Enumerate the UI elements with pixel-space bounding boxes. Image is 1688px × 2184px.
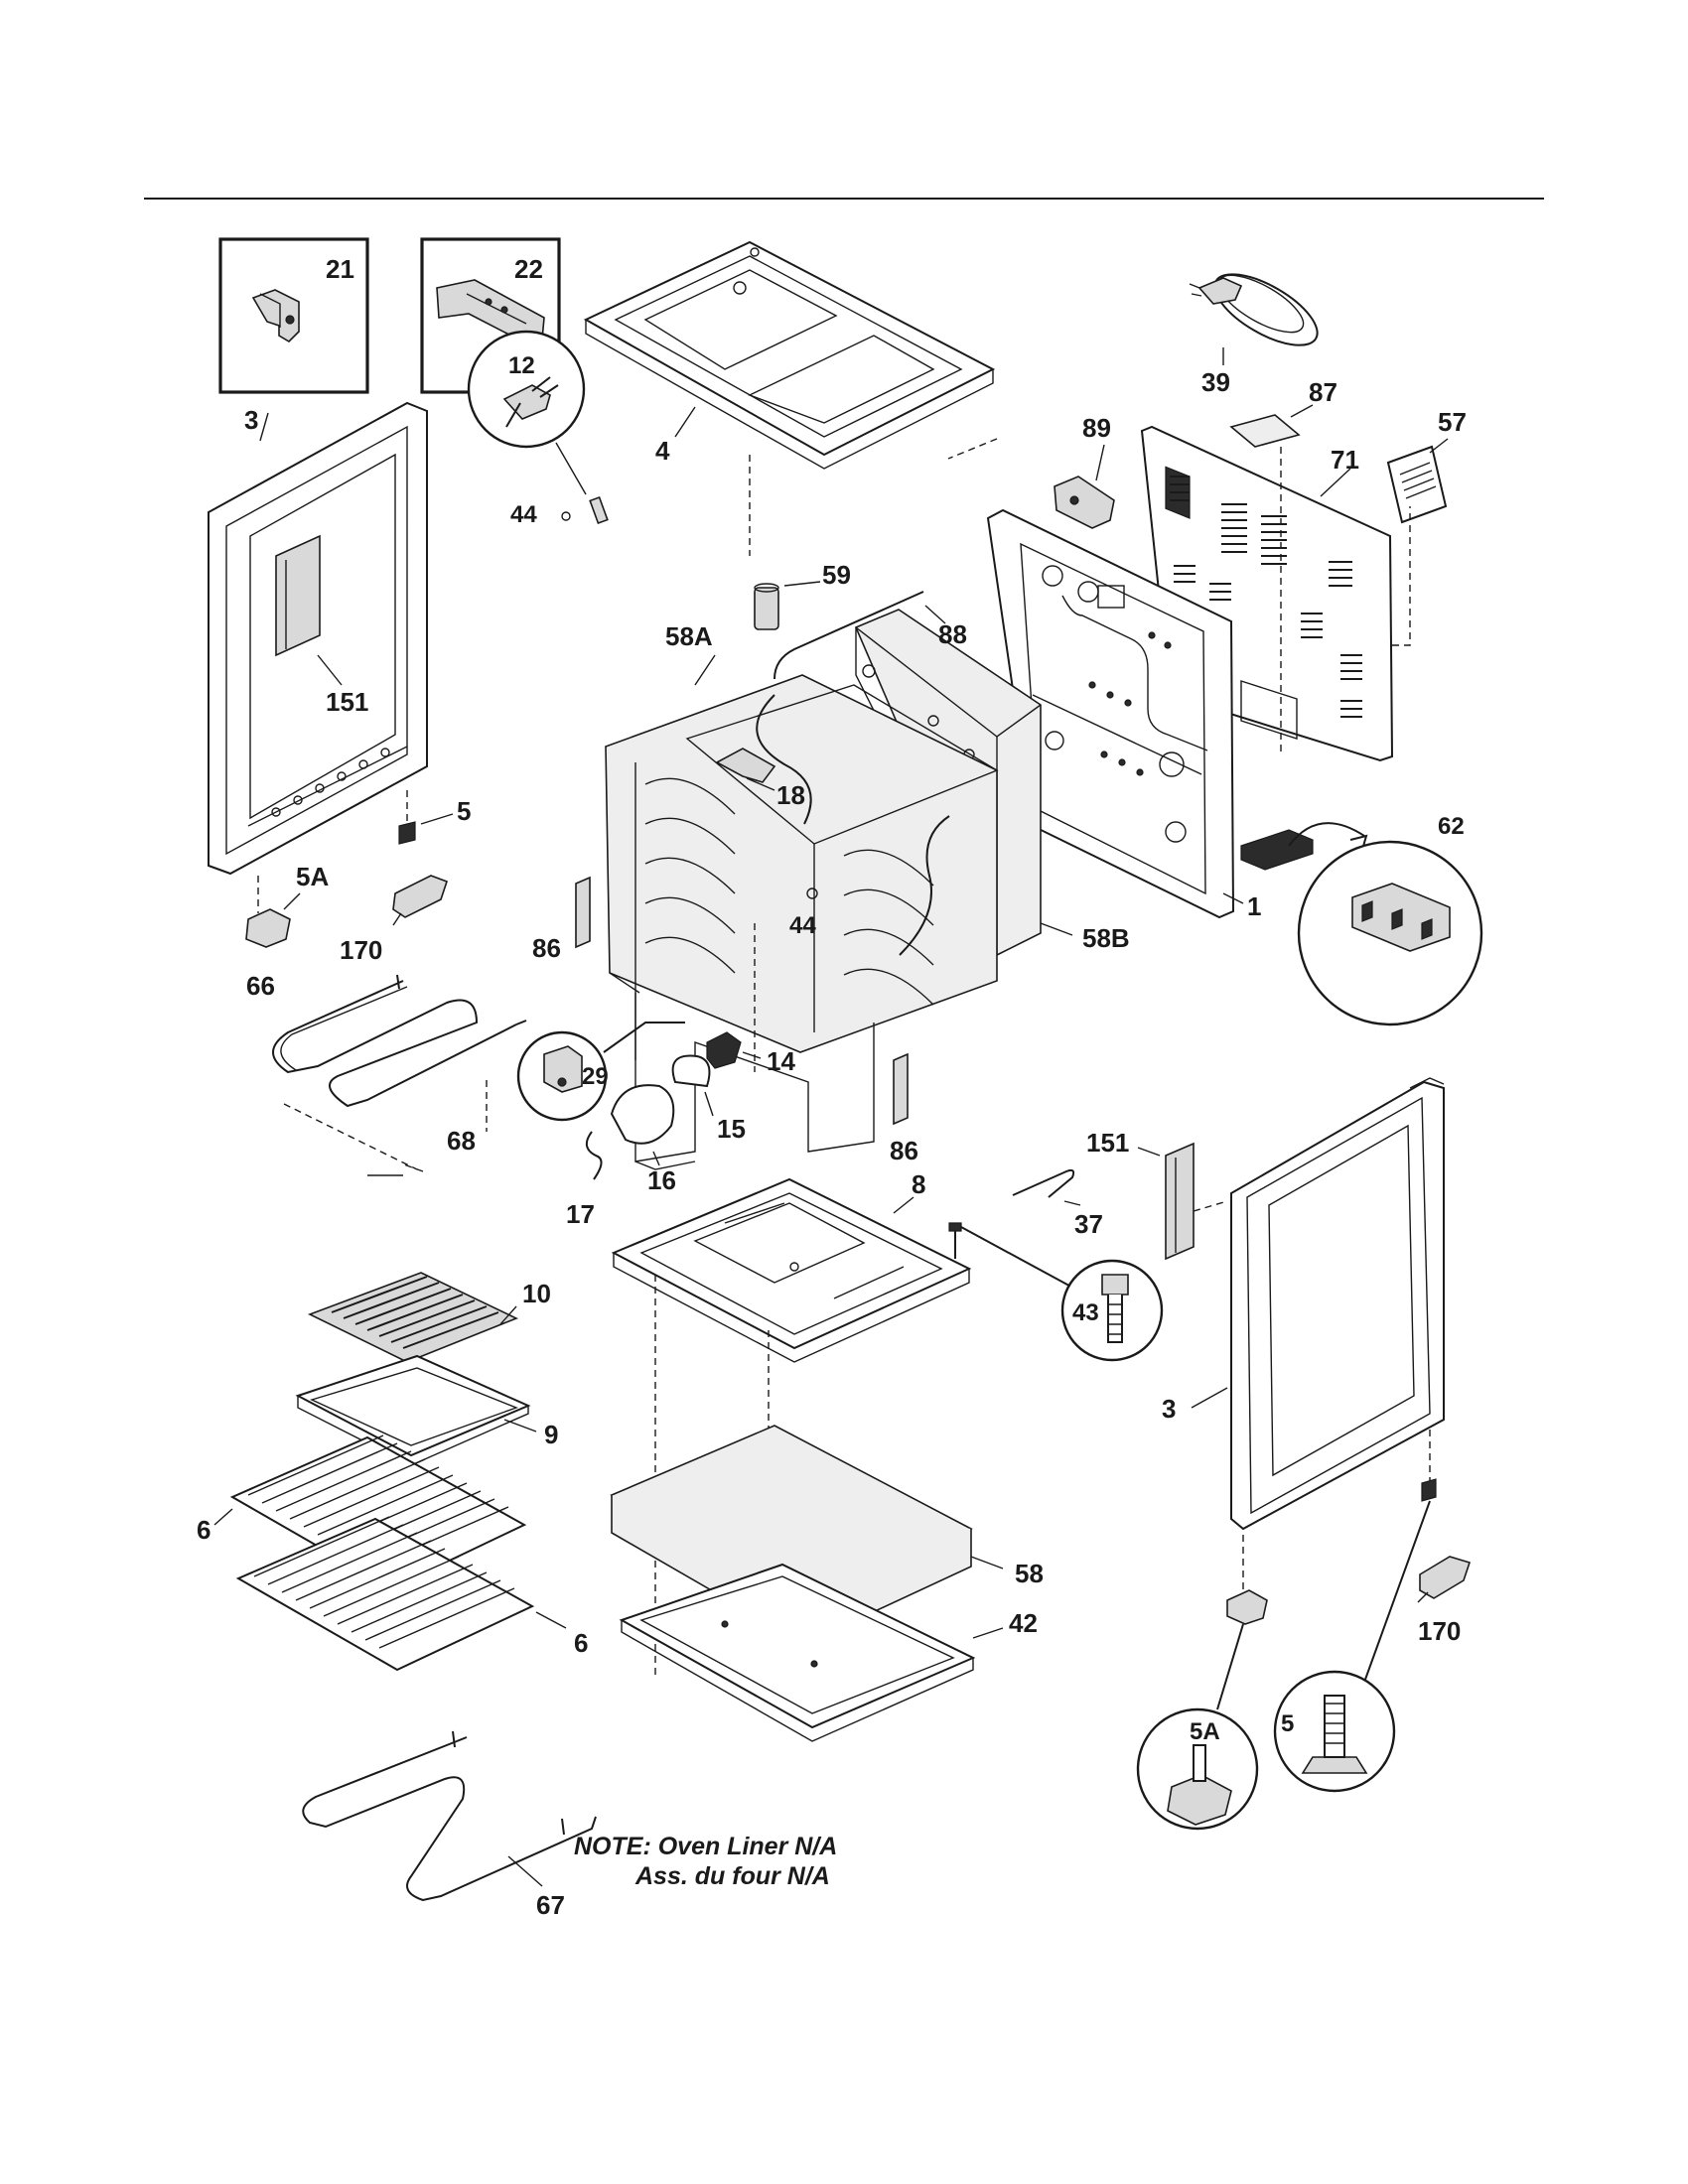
part-label-44-mid: 44: [789, 912, 816, 939]
part-87-small-plate: 87: [1229, 377, 1337, 448]
part-label-59: 59: [822, 560, 851, 590]
part-14-lamp-socket: 14: [706, 1031, 795, 1076]
part-label-21: 21: [326, 254, 354, 284]
part-label-4: 4: [655, 436, 670, 466]
part-label-68: 68: [447, 1126, 476, 1156]
part-label-3-right: 3: [1162, 1394, 1176, 1424]
leader-68: [283, 1103, 424, 1172]
part-58A-oven-cavity: 58A: [605, 621, 999, 1060]
part-label-16: 16: [647, 1165, 676, 1195]
part-label-5A-left: 5A: [296, 862, 329, 891]
part-label-10: 10: [522, 1279, 551, 1308]
part-16-lamp-cover: 16: [610, 1084, 676, 1195]
part-label-151-right: 151: [1086, 1128, 1129, 1158]
part-label-86-left: 86: [532, 933, 561, 963]
part-label-89: 89: [1082, 413, 1111, 443]
part-label-3-left: 3: [244, 405, 258, 435]
part-8-bottom-panel: 8: [611, 1169, 972, 1363]
part-4-top-panel: 4: [583, 240, 996, 470]
part-label-87: 87: [1309, 377, 1337, 407]
oven-liner-note: NOTE: Oven Liner N/A Ass. du four N/A: [574, 1833, 837, 1890]
part-label-58: 58: [1015, 1559, 1044, 1588]
part-label-9: 9: [544, 1420, 558, 1449]
part-label-39: 39: [1201, 367, 1230, 397]
part-59-sensor: 59: [754, 560, 851, 630]
part-57-vent-cover: 57: [1386, 407, 1467, 524]
part-label-29: 29: [582, 1063, 609, 1090]
part-label-22: 22: [514, 254, 543, 284]
part-label-8: 8: [912, 1169, 925, 1199]
part-44-screw-left: 44: [510, 495, 609, 528]
part-label-170-right: 170: [1418, 1616, 1461, 1646]
part-18-bracket: 18: [715, 748, 805, 810]
part-label-44-left: 44: [510, 501, 537, 528]
part-label-66: 66: [246, 971, 275, 1001]
part-21-callout-box: 21: [218, 237, 369, 394]
part-label-86-right: 86: [890, 1136, 918, 1165]
part-10-broil-pan-grid: 10: [307, 1272, 551, 1363]
part-3-right-side-panel: 3: [1162, 1077, 1445, 1531]
part-6-oven-rack-top: 6: [197, 1434, 527, 1590]
part-label-57: 57: [1438, 407, 1467, 437]
part-9-broil-pan: 9: [295, 1354, 558, 1466]
part-43-screw: 43: [948, 1222, 1164, 1362]
part-66-broil-element: 66: [246, 971, 527, 1108]
part-44-screw-mid: 44: [789, 887, 818, 939]
part-label-88: 88: [938, 619, 967, 649]
part-3-left-side-panel: 3: [208, 401, 428, 876]
part-label-170-left: 170: [340, 935, 382, 965]
part-39-power-cord: 39: [1189, 273, 1319, 397]
part-42-bottom-tray: 42: [619, 1563, 1038, 1742]
part-label-58B: 58B: [1082, 923, 1130, 953]
part-label-67: 67: [536, 1890, 565, 1920]
part-15-lamp-bulb: 15: [671, 1054, 746, 1144]
leader-rear-frame: [947, 438, 998, 460]
part-label-58A: 58A: [665, 621, 713, 651]
part-label-18: 18: [776, 780, 805, 810]
part-5-right-leveling-leg: 5: [1273, 1430, 1437, 1793]
note-line-2: Ass. du four N/A: [634, 1862, 830, 1890]
part-37-probe-clip: 37: [1012, 1168, 1103, 1239]
part-label-42: 42: [1009, 1608, 1038, 1638]
part-label-43: 43: [1072, 1299, 1099, 1326]
part-89-bracket: 89: [1054, 413, 1115, 529]
part-88-wire: 88: [774, 591, 967, 680]
part-12-callout-circle: 12: [467, 330, 587, 495]
part-label-71: 71: [1331, 445, 1359, 475]
part-62-terminal-block: 62: [1240, 813, 1483, 1026]
part-label-6-top: 6: [197, 1515, 211, 1545]
part-label-151-left: 151: [326, 687, 368, 717]
part-17-wire-clip: 17: [566, 1131, 603, 1229]
part-86-right-hinge-receptacle: 86: [890, 1052, 918, 1165]
part-6-oven-rack-bottom: 6: [235, 1516, 588, 1672]
part-label-37: 37: [1074, 1209, 1103, 1239]
part-151-right-bracket: 151: [1086, 1128, 1228, 1261]
part-5A-right-leg-bracket: 5A: [1136, 1535, 1268, 1831]
part-5-left-leveling-leg: 5: [398, 790, 471, 845]
front-frame-lower: [634, 923, 875, 1170]
part-151-left-bracket: 151: [275, 534, 368, 717]
part-label-5A-right: 5A: [1190, 1718, 1220, 1745]
part-29-callout-circle: 29: [516, 1022, 685, 1122]
part-label-12: 12: [508, 352, 535, 379]
part-67-bake-element: 67: [302, 1730, 597, 1920]
part-label-14: 14: [767, 1046, 795, 1076]
part-label-6-bottom: 6: [574, 1628, 588, 1658]
part-170-left-bracket: 170: [340, 875, 449, 965]
part-label-15: 15: [717, 1114, 746, 1144]
part-label-62: 62: [1438, 813, 1465, 840]
part-label-5-left: 5: [457, 796, 471, 826]
part-label-5-right: 5: [1281, 1710, 1294, 1737]
part-label-17: 17: [566, 1199, 595, 1229]
part-170-right-bracket: 170: [1417, 1556, 1472, 1646]
note-line-1: NOTE: Oven Liner N/A: [574, 1833, 837, 1860]
part-86-left-hinge-receptacle: 86: [532, 876, 591, 963]
part-5A-left-leg-bracket: 5A: [245, 862, 329, 948]
part-label-1: 1: [1247, 891, 1261, 921]
